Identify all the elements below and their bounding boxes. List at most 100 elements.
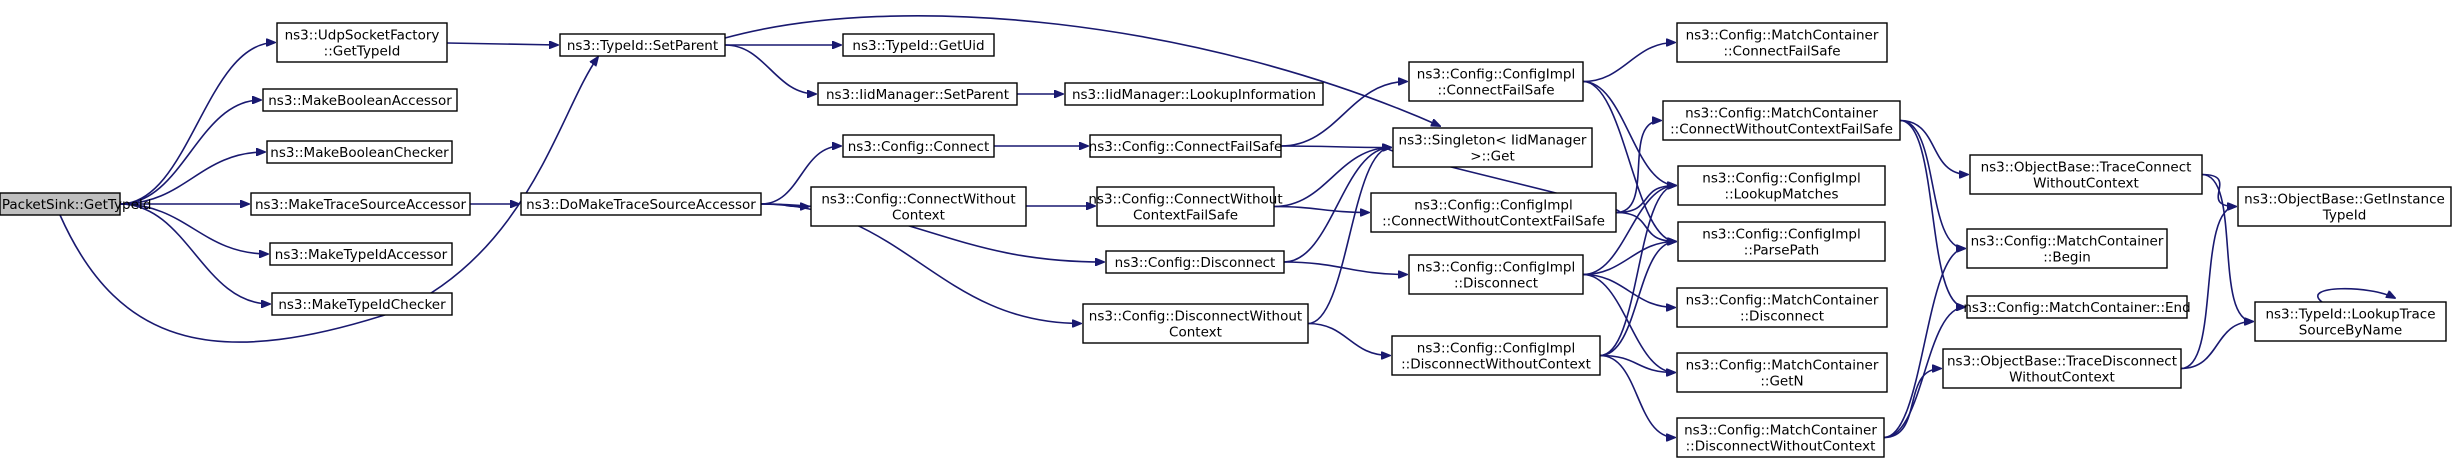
node-label: ns3::Config::ConfigImpl: [1417, 341, 1575, 357]
node-label: ::ConnectWithoutContextFailSafe: [1670, 122, 1893, 138]
node-ns3-config-configimpl-parsepath[interactable]: ns3::Config::ConfigImpl::ParsePath: [1677, 221, 1886, 262]
node-ns3-config-disconnect[interactable]: ns3::Config::Disconnect: [1105, 250, 1285, 274]
node-box: [1105, 250, 1285, 274]
node-ns3-config-matchcontainer-connectfailsafe[interactable]: ns3::Config::MatchContainer::ConnectFail…: [1676, 22, 1888, 63]
edge-n16-n18: [1280, 82, 1407, 147]
edge-n22-n26: [1599, 242, 1676, 357]
edge-n17-n20: [1273, 205, 1369, 213]
node-ns3-objectbase-tracedisconnect-withoutcontext[interactable]: ns3::ObjectBase::TraceDisconnectWithoutC…: [1942, 348, 2182, 389]
node-label: ::GetTypeId: [324, 44, 401, 60]
node-box: [1089, 134, 1282, 158]
node-box: [1966, 295, 2188, 319]
edge-n22-n28: [1599, 354, 1675, 373]
node-label: ns3::Config::MatchContainer: [1686, 358, 1879, 374]
node-box: [1370, 192, 1617, 233]
node-ns3-config-disconnectwithout-context[interactable]: ns3::Config::DisconnectWithoutContext: [1082, 303, 1309, 344]
node-ns3-maketracesourceaccessor[interactable]: ns3::MakeTraceSourceAccessor: [250, 192, 471, 216]
node-box: [1096, 186, 1275, 227]
node-label: ns3::ObjectBase::GetInstance: [2244, 192, 2445, 208]
node-ns3-singleton-iidmanager-get[interactable]: ns3::Singleton< IidManager>::Get: [1392, 127, 1593, 168]
node-ns3-config-matchcontainer-disconnect[interactable]: ns3::Config::MatchContainer::Disconnect: [1676, 287, 1888, 328]
node-ns3-config-connectwithout-context[interactable]: ns3::Config::ConnectWithoutContext: [810, 186, 1027, 227]
node-ns3-config-configimpl-disconnectwithoutcontext[interactable]: ns3::Config::ConfigImpl::DisconnectWitho…: [1391, 335, 1601, 376]
node-box: [559, 33, 726, 57]
node-label: ns3::Config::MatchContainer: [1685, 106, 1878, 122]
node-ns3-makebooleanchecker[interactable]: ns3::MakeBooleanChecker: [266, 140, 453, 164]
node-label: ::LookupMatches: [1725, 187, 1839, 203]
node-ns3-config-connect[interactable]: ns3::Config::Connect: [842, 134, 995, 158]
node-ns3-maketypeidchecker[interactable]: ns3::MakeTypeIdChecker: [271, 292, 453, 316]
node-label: ns3::Config::ConfigImpl: [1417, 260, 1575, 276]
node-label: ns3::Config::ConnectWithout: [821, 192, 1015, 208]
node-box: [1942, 348, 2182, 389]
node-label: ns3::Config::ConnectWithout: [1088, 192, 1282, 208]
node-label: ns3::Config::Disconnect: [1115, 255, 1276, 271]
node-label: ::ConnectFailSafe: [1723, 44, 1840, 60]
node-ns3-packetsink-gettypeid[interactable]: ns3::PacketSink::GetTypeId: [0, 192, 151, 216]
node-label: ns3::TypeId::LookupTrace: [2265, 307, 2435, 323]
node-ns3-config-configimpl-connectfailsafe[interactable]: ns3::Config::ConfigImpl::ConnectFailSafe: [1408, 61, 1584, 102]
node-ns3-config-configimpl-connectwithoutcontextfailsafe[interactable]: ns3::Config::ConfigImpl::ConnectWithoutC…: [1370, 192, 1617, 233]
node-ns3-typeid-getuid[interactable]: ns3::TypeId::GetUid: [842, 33, 995, 57]
node-label: TypeId: [2322, 208, 2367, 224]
node-ns3-iidmanager-lookupinformation[interactable]: ns3::IidManager::LookupInformation: [1064, 82, 1324, 106]
edge-n21-n26: [1582, 242, 1676, 276]
edge-n15-n22: [1307, 322, 1390, 356]
node-label: ns3::Config::ConfigImpl: [1702, 171, 1860, 187]
node-label: ns3::MakeBooleanAccessor: [268, 93, 452, 109]
node-label: ::Disconnect: [1740, 309, 1824, 325]
node-label: ::ParsePath: [1744, 243, 1819, 259]
edge-n24-n31: [1899, 119, 1965, 249]
edge-n16-n19: [1280, 146, 1391, 148]
edge-n14-n21: [1283, 261, 1407, 275]
node-ns3-config-matchcontainer-begin[interactable]: ns3::Config::MatchContainer::Begin: [1966, 228, 2168, 269]
node-label: ns3::Config::MatchContainer: [1684, 423, 1877, 439]
node-ns3-config-connectfailsafe[interactable]: ns3::Config::ConnectFailSafe: [1089, 134, 1283, 158]
node-box: [1676, 22, 1888, 63]
node-ns3-typeid-setparent[interactable]: ns3::TypeId::SetParent: [559, 33, 726, 57]
node-ns3-config-configimpl-lookupmatches[interactable]: ns3::Config::ConfigImpl::LookupMatches: [1677, 165, 1886, 206]
node-ns3-config-connectwithout-contextfailsafe[interactable]: ns3::Config::ConnectWithoutContextFailSa…: [1088, 186, 1283, 227]
edges-layer: [59, 15, 2395, 438]
node-label: ns3::UdpSocketFactory: [285, 28, 440, 44]
node-box: [2254, 301, 2447, 342]
node-label: ns3::MakeBooleanChecker: [270, 145, 449, 161]
node-box: [250, 192, 471, 216]
node-ns3-config-matchcontainer-end[interactable]: ns3::Config::MatchContainer::End: [1963, 295, 2191, 319]
node-box: [1408, 61, 1584, 102]
node-label: ns3::Config::ConfigImpl: [1702, 227, 1860, 243]
node-ns3-config-matchcontainer-connectwithoutcontextfailsafe[interactable]: ns3::Config::MatchContainer::ConnectWith…: [1662, 100, 1901, 141]
edge-n24-n30: [1899, 119, 1968, 175]
node-label: ns3::Config::ConfigImpl: [1414, 198, 1572, 214]
node-box: [1966, 228, 2168, 269]
nodes-layer: ns3::PacketSink::GetTypeId ns3::UdpSocket…: [0, 22, 2452, 458]
node-ns3-maketypeidaccessor[interactable]: ns3::MakeTypeIdAccessor: [269, 242, 453, 266]
edge-n0-n6: [119, 203, 270, 304]
node-box: [1662, 100, 1901, 141]
node-ns3-iidmanager-setparent[interactable]: ns3::IidManager::SetParent: [817, 82, 1018, 106]
node-ns3-config-matchcontainer-getn[interactable]: ns3::Config::MatchContainer::GetN: [1676, 352, 1888, 393]
node-label: ns3::TypeId::GetUid: [852, 38, 984, 54]
node-ns3-domaketracesourceaccessor[interactable]: ns3::DoMakeTraceSourceAccessor: [520, 192, 762, 216]
node-box: [1969, 154, 2203, 195]
node-label: ns3::Config::Connect: [848, 139, 990, 155]
edge-n20-n24: [1615, 121, 1661, 214]
node-box: [520, 192, 762, 216]
node-box: [1676, 417, 1885, 458]
node-ns3-config-matchcontainer-disconnectwithoutcontext[interactable]: ns3::Config::MatchContainer::DisconnectW…: [1676, 417, 1885, 458]
edge-n1-n7: [446, 43, 558, 45]
node-ns3-config-configimpl-disconnect[interactable]: ns3::Config::ConfigImpl::Disconnect: [1408, 254, 1584, 295]
node-label: ns3::MakeTypeIdChecker: [278, 297, 446, 313]
node-box: [1676, 287, 1888, 328]
node-ns3-objectbase-traceconnect-withoutcontext[interactable]: ns3::ObjectBase::TraceConnectWithoutCont…: [1969, 154, 2203, 195]
edge-n18-n25: [1582, 80, 1676, 186]
node-label: ns3::ObjectBase::TraceDisconnect: [1947, 354, 2177, 370]
node-ns3-makebooleanaccessor[interactable]: ns3::MakeBooleanAccessor: [262, 88, 458, 112]
node-ns3-udpsocketfactory-gettypeid[interactable]: ns3::UdpSocketFactory::GetTypeId: [276, 22, 448, 63]
edge-n21-n25: [1582, 186, 1676, 276]
node-box: [1392, 127, 1593, 168]
node-label: ns3::PacketSink::GetTypeId: [0, 197, 151, 213]
